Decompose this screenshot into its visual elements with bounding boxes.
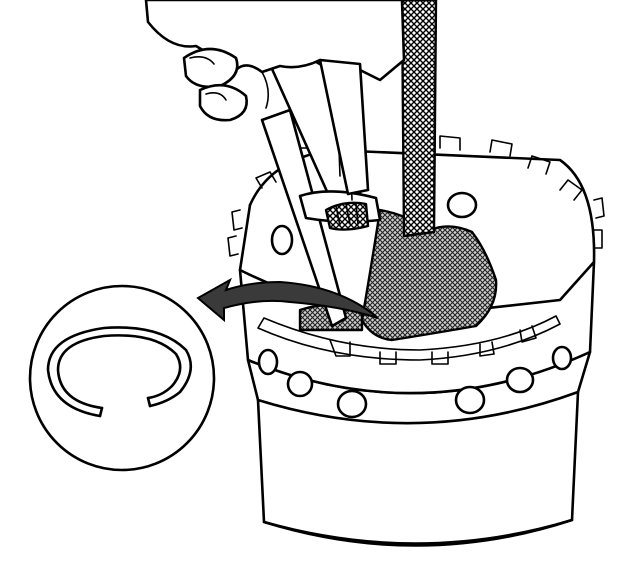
hand-finger-1 bbox=[182, 47, 239, 89]
hand-fingernail bbox=[189, 56, 227, 101]
hand-palm bbox=[144, 0, 406, 82]
pliers-jaw bbox=[260, 108, 348, 328]
housing-hole bbox=[446, 191, 478, 219]
direction-arrow bbox=[196, 277, 379, 323]
housing-hole bbox=[505, 366, 535, 394]
housing-left-edge bbox=[238, 203, 252, 272]
inner-lugs bbox=[329, 325, 537, 365]
housing-hole bbox=[336, 389, 368, 419]
housing-hole bbox=[454, 385, 486, 415]
hand bbox=[144, 0, 406, 201]
screwdriver-shaft bbox=[400, 0, 438, 238]
housing-teeth-left bbox=[227, 197, 605, 257]
internal-snap-ring bbox=[257, 315, 561, 361]
snap-ring-gap-end-left bbox=[98, 406, 104, 418]
housing-hole bbox=[551, 345, 573, 371]
hand-finger-2 bbox=[198, 83, 248, 122]
snap-ring-detail-inset bbox=[28, 284, 216, 472]
housing-hole bbox=[270, 224, 294, 256]
pliers-pivot bbox=[335, 203, 359, 227]
snap-ring-outer bbox=[46, 326, 193, 418]
housing-hole bbox=[286, 370, 314, 398]
snap-ring-gap-end-right bbox=[146, 396, 152, 408]
housing-bottom-edge bbox=[262, 518, 574, 545]
housing-back-rim bbox=[248, 148, 596, 264]
housing-hole bbox=[257, 348, 279, 376]
inset-circle bbox=[28, 284, 216, 472]
hand-wrist bbox=[318, 58, 370, 196]
snap-ring-inner bbox=[56, 334, 182, 410]
